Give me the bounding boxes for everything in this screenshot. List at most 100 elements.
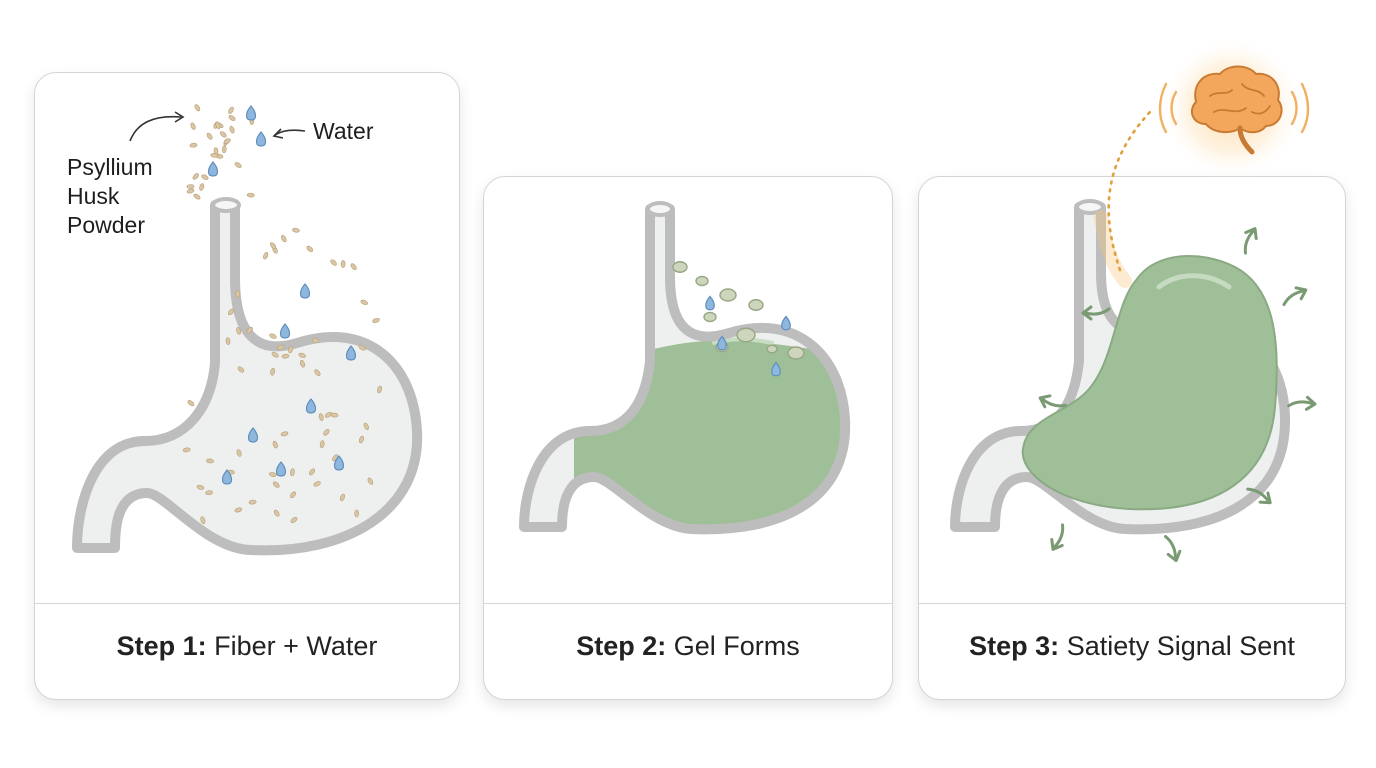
powder-particle [272,440,278,449]
powder-particle [298,352,306,358]
caption-divider [919,603,1345,604]
gel-clump [736,327,756,343]
water-drop-icon [247,427,259,443]
step-3-text: Satiety Signal Sent [1066,631,1295,661]
gel-clump [787,346,805,360]
psyllium-powder-particles [182,104,382,524]
powder-particle [309,468,316,476]
water-drop-icon [781,315,791,331]
powder-particle [190,122,196,130]
powder-particle [234,162,242,168]
powder-particle [276,344,285,350]
powder-particle [363,422,369,431]
powder-particle [228,106,234,114]
water-drop-icon [705,295,715,311]
psyllium-pointer-arrow [129,115,182,142]
powder-particle [235,290,241,298]
powder-particle [281,353,290,359]
powder-particle [248,499,257,505]
stomach-illustration-step-3 [950,199,1317,563]
caption-divider [35,603,459,604]
powder-particle [186,188,195,194]
stomach-outline [519,204,851,535]
signal-waves [1158,82,1310,134]
powder-particle [269,242,277,249]
powder-particle [272,481,280,488]
powder-particle [229,125,235,134]
powder-particle [221,145,227,154]
powder-particle [246,192,255,198]
powder-particle [237,366,245,373]
psyllium-label-line-2: Husk [67,183,120,209]
water-drop-icon [255,131,267,147]
panel-step-3: Step 3: Satiety Signal Sent [918,176,1346,700]
brain-glow [1160,36,1304,180]
water-drop-icon [305,398,317,414]
water-drop-icon [345,345,357,361]
gel-clump [695,275,709,287]
gel-clump [672,261,688,273]
powder-particle [324,411,332,418]
step-1-caption: Step 1: Fiber + Water [35,631,459,662]
powder-particle [268,472,277,477]
gel-clump [748,299,764,311]
powder-particle [339,493,346,502]
powder-particle [340,260,346,268]
psyllium-label-line-1: Psyllium [67,154,153,180]
powder-particle [263,252,269,260]
gel-clump [719,288,737,302]
powder-particle [330,259,337,266]
powder-particle [187,400,195,407]
arrow-icon [1282,286,1308,307]
panel-step-2: Step 2: Gel Forms [483,176,893,700]
arrow-icon [1081,305,1111,321]
powder-particle [288,345,294,354]
powder-particle [201,174,209,180]
powder-particle [358,435,365,444]
powder-particle [206,132,213,140]
arrow-icon [1164,535,1182,563]
powder-particle [280,431,289,437]
powder-particle [290,516,298,523]
powder-particle [215,121,221,130]
powder-particle [323,429,330,436]
powder-particle [354,509,359,518]
powder-particle [299,359,306,368]
gel-clump [766,344,778,354]
powder-particle [182,447,191,453]
water-drop-icon [717,335,727,351]
caption-divider [484,603,892,604]
stomach-shape [72,200,423,556]
step-2-number: Step 2: [576,631,667,661]
arrow-icon [1050,523,1065,551]
water-pointer-arrowhead [272,128,284,139]
powder-particle [199,183,205,191]
gel-clumps [672,261,805,360]
powder-particle [350,263,357,271]
arrow-icon [1038,394,1067,409]
brain-icon [1190,65,1283,155]
psyllium-label: Psyllium Husk Powder [67,153,153,240]
powder-particle [194,104,201,112]
powder-particle [360,299,368,305]
powder-particle [196,484,205,490]
arrow-icon [1243,227,1258,255]
water-drop-icon [245,105,257,121]
powder-particle [192,173,199,180]
step-3-caption: Step 3: Satiety Signal Sent [919,631,1345,662]
esophagus-opening [211,197,241,213]
powder-particle [313,481,321,487]
powder-particle [271,352,279,358]
powder-particle [290,468,295,477]
arrow-icon [1287,395,1317,411]
powder-particle [234,507,243,513]
step-2-caption: Step 2: Gel Forms [484,631,892,662]
powder-particle [246,326,253,334]
water-label: Water [313,118,374,144]
powder-particle [269,333,277,339]
powder-particle [292,227,300,233]
stomach-illustration-step-1 [72,104,423,556]
arrow-icon [1246,487,1272,505]
powder-particle [311,337,320,344]
step-1-text: Fiber + Water [214,631,378,661]
